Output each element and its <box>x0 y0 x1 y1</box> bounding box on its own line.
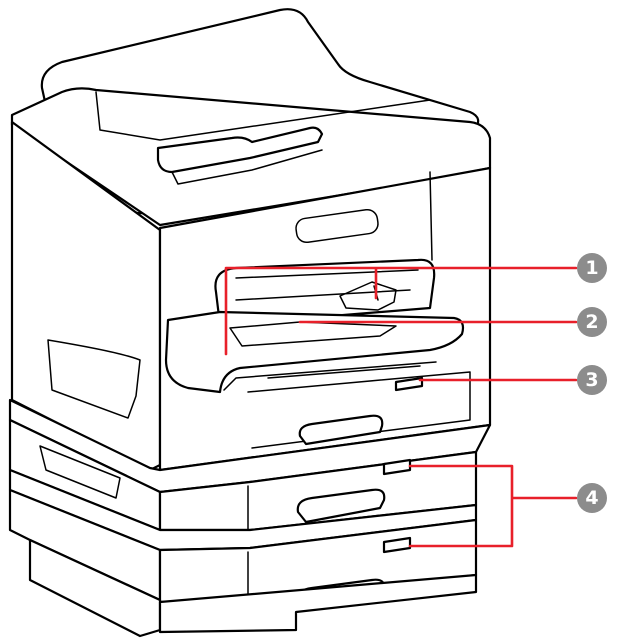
front-door-handle <box>295 208 379 244</box>
badge-circle <box>577 365 607 395</box>
printer-drawing <box>8 8 492 638</box>
cassette-2-handle <box>296 488 386 524</box>
callout-badge-2: 2 <box>577 307 607 337</box>
mp-tray <box>164 310 465 394</box>
badge-number: 1 <box>585 257 598 279</box>
printer-base-feet <box>28 538 162 638</box>
callout-line-1 <box>224 266 578 356</box>
paper-guide-right <box>339 281 397 311</box>
output-tray-slot <box>156 126 324 174</box>
callout-badge-3: 3 <box>577 365 607 395</box>
cassette-2-label <box>382 458 412 476</box>
badge-number: 3 <box>585 369 598 391</box>
badge-number: 4 <box>585 487 598 509</box>
left-side-handle <box>47 339 141 419</box>
callout-badge-1: 1 <box>577 253 607 283</box>
cassette-1-handle <box>298 414 384 446</box>
badge-circle <box>577 253 607 283</box>
callout-line-4 <box>408 464 578 548</box>
badge-number: 2 <box>585 311 598 333</box>
cassette-1-label <box>394 376 424 392</box>
cassette-3-label <box>382 536 412 554</box>
printer-left-side <box>10 120 162 472</box>
callout-lines <box>224 266 578 548</box>
callout-badge-4: 4 <box>577 483 607 513</box>
badge-circle <box>577 483 607 513</box>
badge-circle <box>577 307 607 337</box>
